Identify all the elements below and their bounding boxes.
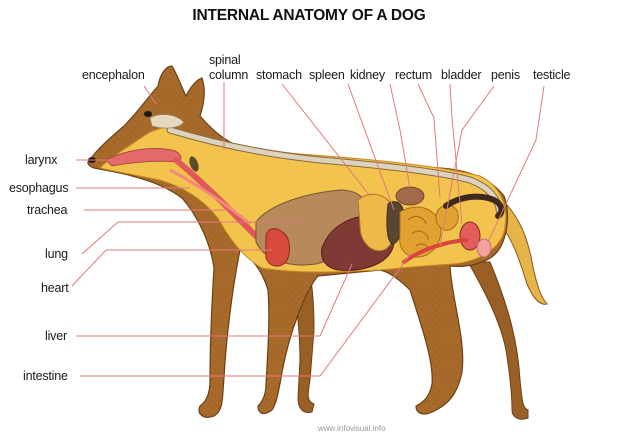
label-encephalon: encephalon [82, 68, 145, 82]
label-kidney: kidney [350, 68, 385, 82]
label-spinal-column-line2: column [209, 68, 248, 82]
watermark: www.infovisual.info [318, 424, 386, 433]
label-stomach: stomach [256, 68, 302, 82]
label-rectum: rectum [395, 68, 432, 82]
label-spleen: spleen [309, 68, 345, 82]
eye [144, 111, 152, 117]
label-bladder: bladder [441, 68, 481, 82]
label-esophagus: esophagus [9, 181, 68, 195]
label-penis: penis [491, 68, 520, 82]
label-liver: liver [45, 329, 67, 343]
label-intestine: intestine [23, 369, 68, 383]
label-spinal-column-line1: spinal [209, 53, 240, 67]
leader-heart [72, 250, 272, 286]
testicle-organ [477, 239, 491, 257]
label-trachea: trachea [27, 203, 67, 217]
far-hind-leg [468, 262, 528, 419]
diagram-title: INTERNAL ANATOMY OF A DOG [0, 7, 618, 25]
kidney-organ [396, 187, 424, 205]
label-larynx: larynx [25, 153, 57, 167]
label-heart: heart [41, 281, 69, 295]
label-testicle: testicle [533, 68, 570, 82]
label-lung: lung [45, 247, 68, 261]
